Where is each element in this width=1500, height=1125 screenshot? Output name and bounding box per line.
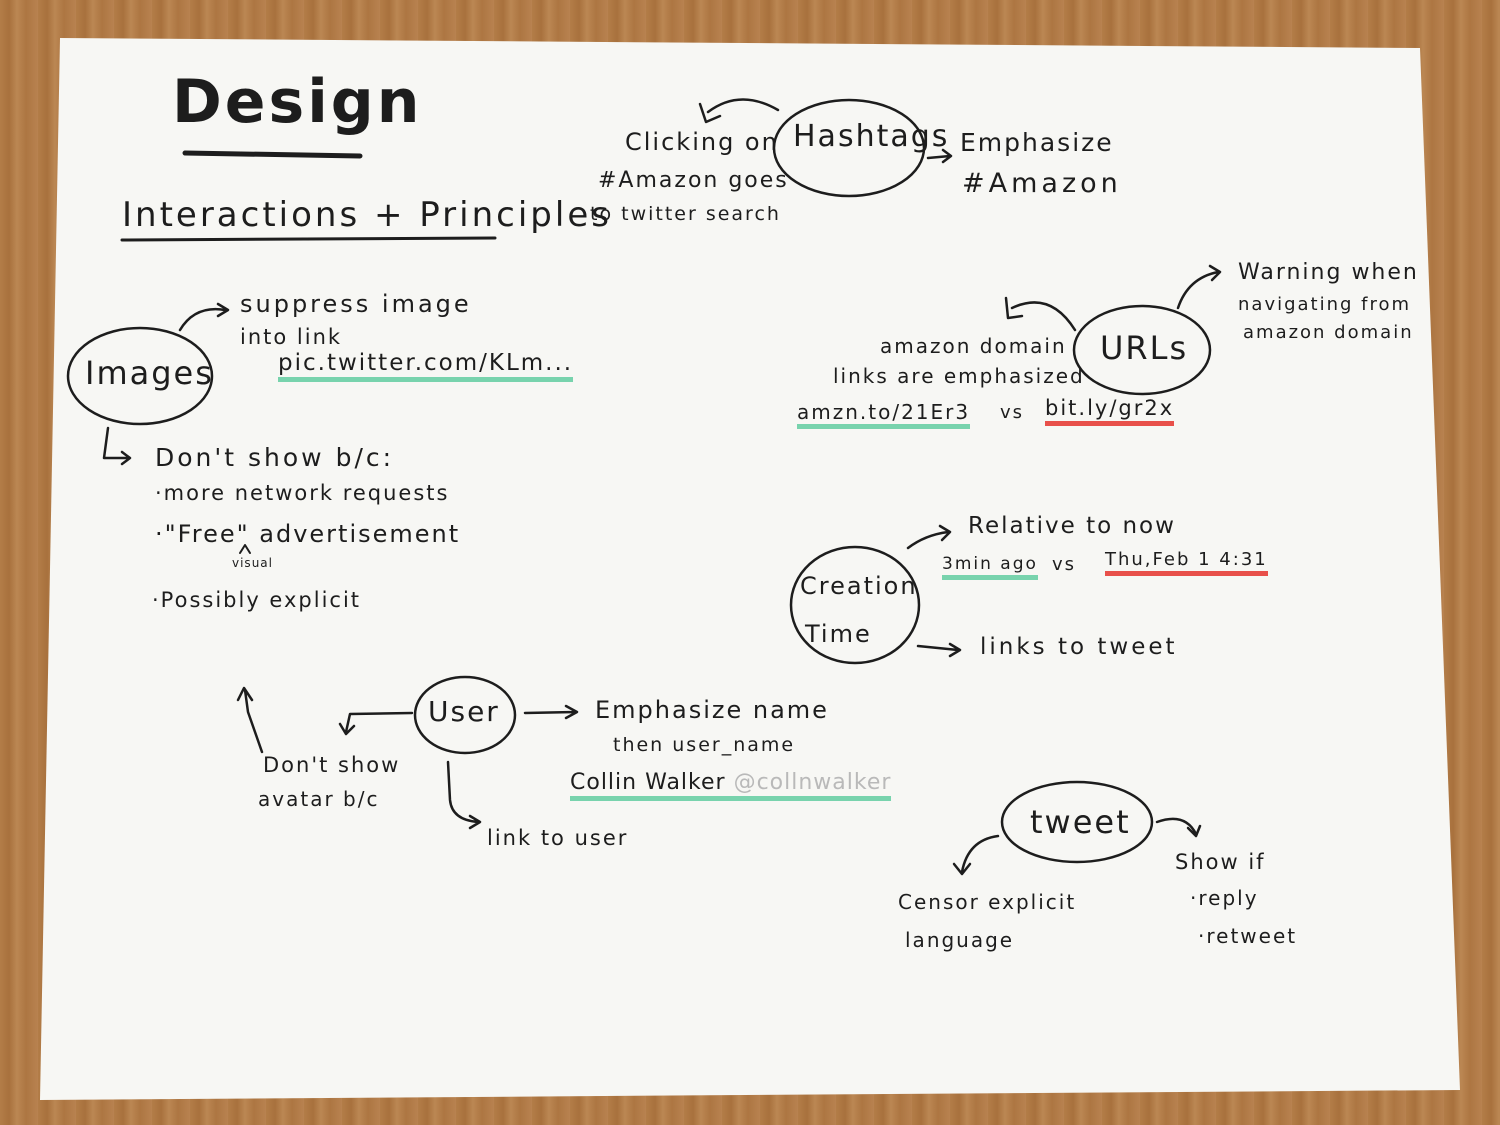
hashtags-right-arrow bbox=[926, 148, 953, 164]
creation-relative-arrow bbox=[906, 524, 952, 550]
hashtags-clicking-line3: to twitter search bbox=[590, 203, 781, 225]
images-reason-2-note: visual bbox=[232, 556, 273, 570]
user-node-label: User bbox=[428, 695, 500, 728]
images-suppress-line1: suppress image bbox=[240, 290, 472, 318]
user-avatar-arrow bbox=[338, 711, 414, 736]
user-emphasize-arrow bbox=[523, 704, 579, 720]
title-underline bbox=[182, 150, 363, 159]
urls-bad-example: bit.ly/gr2x bbox=[1045, 398, 1175, 426]
hashtags-left-arrow bbox=[698, 98, 780, 124]
creation-links-arrow bbox=[916, 642, 962, 658]
insertion-caret bbox=[239, 544, 251, 554]
user-up-arrow bbox=[236, 686, 264, 754]
page-title: Design bbox=[172, 67, 423, 137]
user-handle: @collnwalker bbox=[733, 770, 892, 795]
images-suppress-arrow bbox=[178, 302, 230, 332]
user-emphasize-line1: Emphasize name bbox=[595, 696, 829, 724]
hashtags-node-circle bbox=[772, 98, 926, 198]
hashtags-emphasize-line2: #Amazon bbox=[962, 168, 1122, 199]
tweet-show-arrow bbox=[1155, 817, 1202, 838]
hashtags-clicking-line1: Clicking on bbox=[625, 128, 779, 156]
user-display-name: Collin Walker bbox=[570, 770, 726, 795]
hashtags-node-label: Hashtags bbox=[793, 119, 950, 154]
user-node-circle bbox=[413, 675, 517, 755]
hashtags-clicking-line2: #Amazon goes bbox=[598, 168, 789, 193]
creation-time-node-circle bbox=[789, 545, 921, 665]
user-link-arrow bbox=[446, 760, 482, 830]
urls-node-circle bbox=[1072, 304, 1212, 396]
images-reason-3: ·Possibly explicit bbox=[152, 588, 362, 612]
urls-warning-line3: amazon domain bbox=[1243, 322, 1414, 343]
images-node-label: Images bbox=[85, 354, 214, 392]
images-reason-2: ·"Free" advertisement bbox=[155, 520, 461, 548]
creation-relative: Relative to now bbox=[968, 513, 1176, 539]
tweet-node-circle bbox=[1000, 780, 1154, 864]
urls-vs: vs bbox=[1000, 402, 1025, 423]
user-dont-show-line2: avatar b/c bbox=[258, 787, 380, 811]
tweet-show-if: Show if bbox=[1175, 850, 1266, 874]
urls-warning-arrow bbox=[1176, 264, 1222, 310]
images-reason-1: ·more network requests bbox=[155, 481, 450, 505]
urls-warning-line2: navigating from bbox=[1238, 294, 1412, 315]
creation-time-node-label-1: Creation bbox=[800, 572, 918, 600]
creation-vs: vs bbox=[1052, 554, 1077, 575]
creation-time-node-label-2: Time bbox=[805, 620, 872, 648]
tweet-show-reply: ·reply bbox=[1190, 886, 1259, 910]
urls-node-label: URLs bbox=[1100, 329, 1189, 367]
images-dont-show: Don't show b/c: bbox=[155, 443, 395, 472]
subtitle-underline bbox=[120, 236, 497, 242]
creation-links: links to tweet bbox=[980, 634, 1178, 660]
urls-left-line1: amazon domain bbox=[880, 334, 1067, 358]
user-dont-show-line1: Don't show bbox=[263, 753, 401, 777]
tweet-show-retweet: ·retweet bbox=[1198, 924, 1298, 948]
images-link-example: pic.twitter.com/KLm... bbox=[278, 352, 574, 382]
user-emphasize-line2: then user_name bbox=[613, 734, 796, 756]
tweet-censor-line2: language bbox=[905, 928, 1015, 952]
urls-left-arrow bbox=[1004, 296, 1077, 332]
tweet-node-label: tweet bbox=[1030, 803, 1131, 841]
user-link: link to user bbox=[487, 826, 629, 850]
hashtags-emphasize-line1: Emphasize bbox=[960, 128, 1114, 157]
images-node-circle bbox=[66, 326, 214, 426]
tweet-censor-line1: Censor explicit bbox=[898, 890, 1077, 914]
urls-good-example: amzn.to/21Er3 bbox=[797, 402, 971, 429]
paper-outline bbox=[40, 38, 1460, 1100]
creation-good-example: 3min ago bbox=[942, 556, 1038, 580]
urls-left-line2: links are emphasized bbox=[833, 364, 1085, 388]
images-dont-show-arrow bbox=[102, 426, 132, 466]
subtitle: Interactions + Principles bbox=[122, 195, 612, 235]
tweet-censor-arrow bbox=[952, 834, 1000, 876]
user-name-example: Collin Walker @collnwalker bbox=[570, 770, 892, 801]
creation-bad-example: Thu,Feb 1 4:31 bbox=[1105, 551, 1268, 576]
urls-warning-line1: Warning when bbox=[1238, 260, 1419, 285]
images-suppress-line2: into link bbox=[240, 325, 343, 349]
